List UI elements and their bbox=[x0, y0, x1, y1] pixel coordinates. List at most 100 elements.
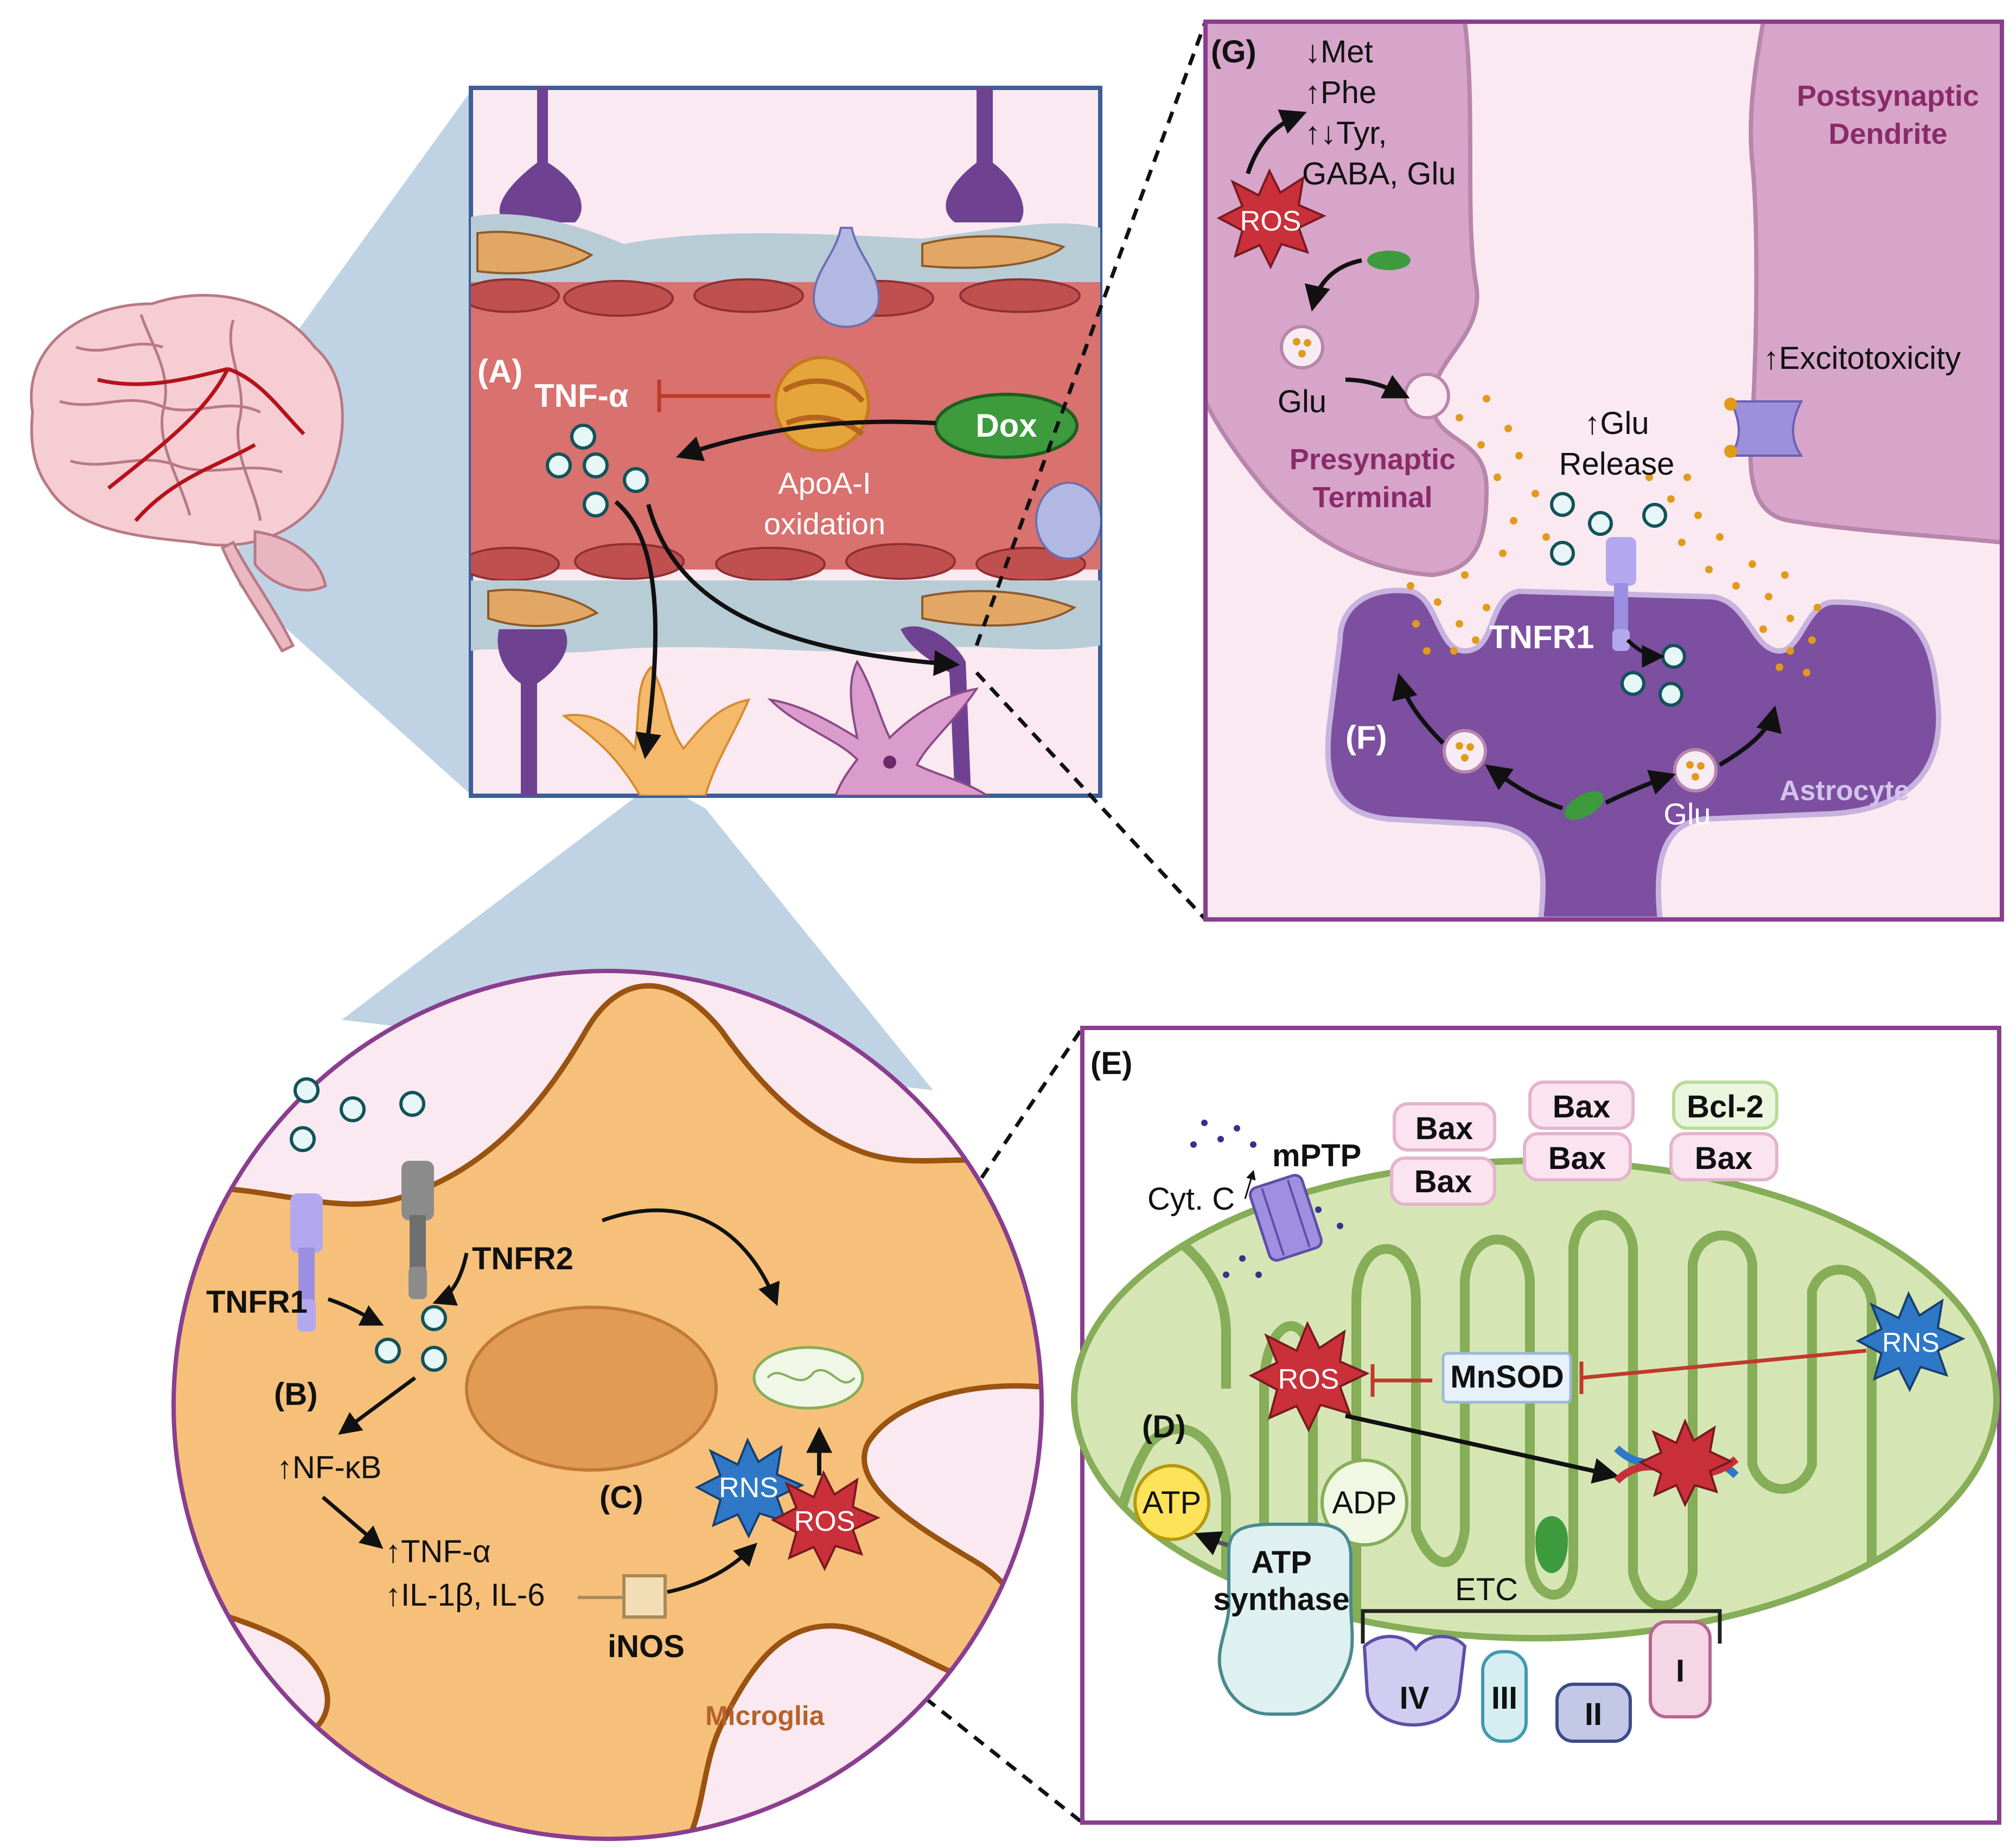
arrow-tnfr2-to-mito bbox=[601, 1208, 780, 1306]
bax-label-1b: Bax bbox=[1414, 1164, 1472, 1199]
phe-label: ↑Phe bbox=[1305, 75, 1376, 110]
bax-label-2b: Bax bbox=[1548, 1141, 1606, 1176]
bax-stack-1 bbox=[1390, 1102, 1496, 1206]
rns-star-microglia bbox=[694, 1437, 805, 1539]
atp-synthase-label-2: synthase bbox=[1213, 1582, 1349, 1617]
microglia-nucleus bbox=[465, 1306, 718, 1472]
complex-ii bbox=[1555, 1683, 1632, 1743]
tnfa-label: ↑TNF-α bbox=[385, 1534, 491, 1569]
presynaptic-label-1: Presynaptic bbox=[1290, 443, 1456, 476]
atp-synthase-label-1: ATP bbox=[1251, 1545, 1312, 1580]
tyr-label: ↑↓Tyr, bbox=[1305, 116, 1387, 151]
gaba-glu-label: GABA, Glu bbox=[1302, 156, 1456, 191]
tnfr1-receptor-microglia bbox=[290, 1193, 323, 1332]
ros-label-mito: ROS bbox=[1278, 1364, 1339, 1395]
tnf-alpha-label: TNF-α bbox=[534, 378, 629, 414]
adp-label: ADP bbox=[1332, 1485, 1396, 1520]
astrocyte-body bbox=[1325, 587, 1942, 919]
microglia-circle-border bbox=[171, 969, 1044, 1841]
bax-stack-2 bbox=[1523, 1081, 1635, 1181]
bcl2-bax-stack bbox=[1669, 1081, 1778, 1181]
presynaptic-label-2: Terminal bbox=[1312, 481, 1432, 514]
bax-label-2a: Bax bbox=[1553, 1089, 1610, 1124]
presynaptic-terminal bbox=[1205, 22, 1489, 578]
tnf-particles-vessel bbox=[546, 424, 649, 517]
ros-star-synapse bbox=[1216, 168, 1326, 270]
apoa-label-line2: oxidation bbox=[764, 507, 885, 541]
panel-e: (E) mPTP Cyt. C Bax Bax Bax Bax bbox=[1071, 1026, 2001, 1825]
etc-bracket bbox=[1361, 1609, 1722, 1644]
postsynaptic-receptor bbox=[1724, 398, 1803, 458]
glutamate-dots bbox=[1407, 389, 1821, 676]
ros-star-mito bbox=[1248, 1321, 1370, 1433]
complex-ii-label: II bbox=[1585, 1697, 1602, 1732]
complex-iv bbox=[1362, 1634, 1467, 1727]
arrow-dox-to-tnf bbox=[675, 419, 936, 462]
panel-g: Glu ROS (G) ↓Met ↑Phe ↑↓Tyr, GABA, Glu P… bbox=[1203, 20, 2004, 922]
apoa-particle bbox=[774, 356, 870, 452]
tag-g: (G) bbox=[1211, 34, 1256, 69]
panel-g-frame bbox=[1203, 20, 2004, 922]
mnsod-box bbox=[1441, 1352, 1572, 1404]
mptp-channel bbox=[1248, 1174, 1323, 1262]
apoa-label-line1: ApoA-I bbox=[778, 466, 871, 500]
postsynaptic-label-1: Postsynaptic bbox=[1797, 80, 1979, 112]
atp-label: ATP bbox=[1143, 1485, 1202, 1520]
mnsod-label: MnSOD bbox=[1450, 1359, 1564, 1395]
tag-f: (F) bbox=[1345, 719, 1387, 756]
glu-label-presynaptic: Glu bbox=[1278, 384, 1326, 419]
zoom-cone-brain bbox=[239, 90, 472, 796]
tnf-particles-intracellular bbox=[375, 1305, 447, 1372]
postsynaptic-label-2: Dendrite bbox=[1828, 118, 1947, 150]
brain-illustration bbox=[30, 293, 344, 653]
damaged-dna bbox=[1614, 1418, 1739, 1507]
atp-circle bbox=[1133, 1464, 1210, 1541]
rns-label-mito: RNS bbox=[1882, 1327, 1940, 1358]
vesicle-astrocyte-left bbox=[1443, 729, 1487, 774]
arrow-tnf-to-microglia bbox=[614, 500, 662, 759]
complex-iii bbox=[1481, 1650, 1528, 1743]
dashed-connector-g-top bbox=[974, 21, 1208, 647]
glu-label-astrocyte: Glu bbox=[1663, 797, 1711, 831]
complex-i-label: I bbox=[1676, 1653, 1685, 1689]
tag-d: (D) bbox=[1142, 1409, 1186, 1445]
complex-i bbox=[1649, 1620, 1712, 1718]
ros-label-microglia: ROS bbox=[794, 1506, 856, 1537]
bcl2-label: Bcl-2 bbox=[1687, 1089, 1764, 1124]
tag-b: (B) bbox=[274, 1377, 318, 1412]
tag-a: (A) bbox=[477, 353, 522, 389]
rns-star-mito bbox=[1855, 1291, 1966, 1392]
dox-label: Dox bbox=[975, 407, 1037, 444]
complex-iii-label: III bbox=[1491, 1680, 1517, 1716]
cytochrome-c-dots bbox=[1190, 1120, 1343, 1278]
panel-a: Dox (A) TNF-α ApoA-I oxidation bbox=[469, 86, 1102, 798]
arrow-tnf-to-astrocyte bbox=[646, 503, 960, 676]
tnfr2-receptor-microglia bbox=[401, 1161, 434, 1299]
dox-pill bbox=[934, 393, 1079, 459]
bax-label-3: Bax bbox=[1695, 1141, 1752, 1176]
nfkb-label: ↑NF-κB bbox=[277, 1450, 381, 1485]
panel-microglia: TNFR1 TNFR2 (B) ↑NF-κB ↑TNF-α ↑IL-1β, IL… bbox=[171, 969, 1044, 1841]
glu-release-label-1: ↑Glu bbox=[1584, 406, 1649, 441]
tnf-particles-synapse bbox=[1550, 492, 1686, 707]
tag-e: (E) bbox=[1090, 1046, 1132, 1081]
met-label: ↓Met bbox=[1305, 34, 1373, 69]
inos-label: iNOS bbox=[608, 1629, 685, 1664]
microglia-label: Microglia bbox=[705, 1701, 825, 1731]
il-label: ↑IL-1β, IL-6 bbox=[385, 1577, 545, 1613]
glu-release-label-2: Release bbox=[1559, 446, 1675, 482]
dashed-connector-g-bottom bbox=[975, 671, 1207, 921]
adp-circle bbox=[1320, 1459, 1408, 1546]
tnfr2-label-microglia: TNFR2 bbox=[472, 1241, 573, 1276]
tag-c: (C) bbox=[599, 1480, 643, 1515]
rns-label-microglia: RNS bbox=[719, 1472, 779, 1504]
ros-label-synapse: ROS bbox=[1240, 206, 1302, 237]
tnf-particles-extracellular bbox=[290, 1077, 425, 1152]
complex-iv-label: IV bbox=[1400, 1680, 1430, 1716]
inos-box bbox=[622, 1574, 667, 1619]
ros-star-microglia bbox=[770, 1470, 881, 1571]
mptp-label: mPTP bbox=[1272, 1138, 1361, 1173]
etc-label: ETC bbox=[1455, 1572, 1518, 1607]
excitotoxicity-label: ↑Excitotoxicity bbox=[1763, 341, 1961, 376]
